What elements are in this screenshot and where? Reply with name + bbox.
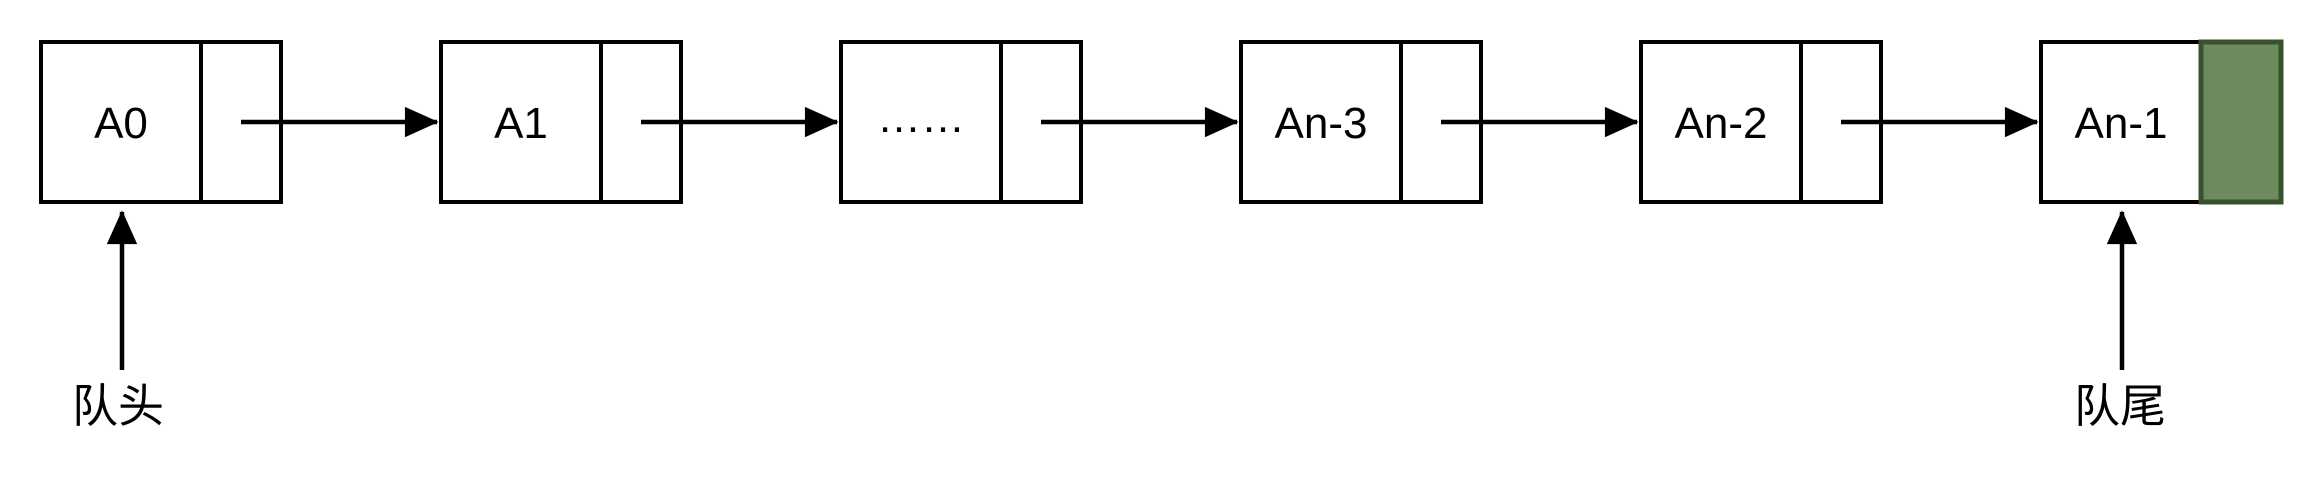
node-label: An-2 <box>1675 99 1768 148</box>
queue-node-ellipsis: …… <box>839 40 1083 204</box>
tail-filled-cell <box>2198 39 2284 205</box>
node-label: A0 <box>94 99 148 148</box>
queue-node-an2: An-2 <box>1639 40 1883 204</box>
node-label: …… <box>877 93 965 142</box>
node-label: An-3 <box>1275 99 1368 148</box>
tail-label: 队尾 <box>2074 380 2166 432</box>
head-label: 队头 <box>72 380 164 432</box>
queue-node-a1: A1 <box>439 40 683 204</box>
queue-node-an1: An-1 <box>2039 39 2284 205</box>
node-label: A1 <box>494 99 548 148</box>
node-label: An-1 <box>2075 99 2168 148</box>
